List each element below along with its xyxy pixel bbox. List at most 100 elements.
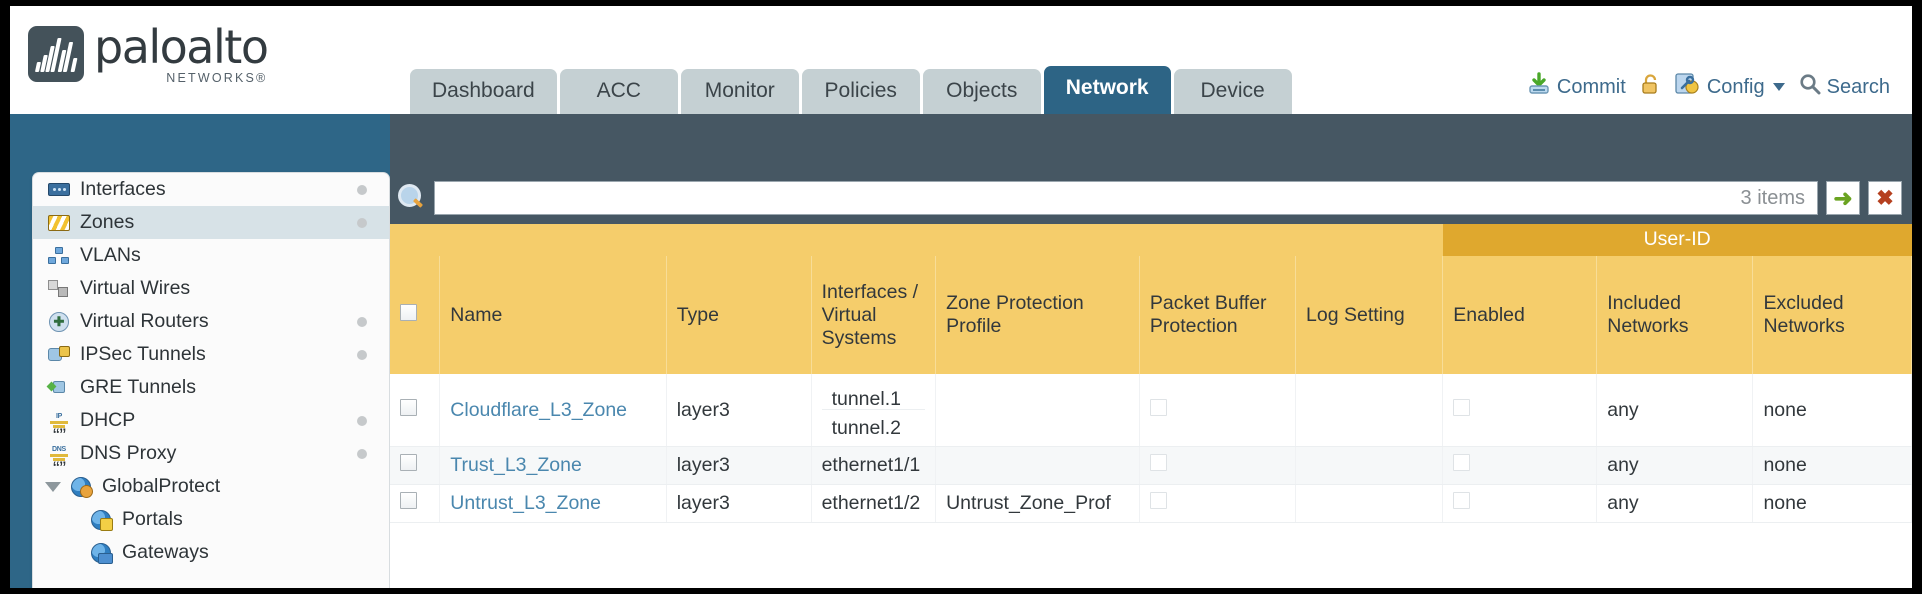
tab-monitor[interactable]: Monitor bbox=[680, 69, 799, 114]
sidebar-item-label: DHCP bbox=[80, 409, 136, 431]
cell-userid-enabled bbox=[1442, 484, 1598, 523]
sidebar-item-label: Gateways bbox=[122, 541, 209, 563]
sidebar-item-virtual-wires[interactable]: Virtual Wires bbox=[33, 272, 389, 305]
top-actions: Commit bbox=[1527, 72, 1890, 102]
virtual-wires-icon bbox=[47, 279, 71, 299]
status-dot bbox=[357, 448, 367, 459]
expander-collapse-icon[interactable] bbox=[45, 481, 61, 492]
status-dot bbox=[357, 349, 367, 360]
tab-network[interactable]: Network bbox=[1043, 66, 1171, 114]
tab-device[interactable]: Device bbox=[1173, 69, 1292, 114]
row-checkbox[interactable] bbox=[400, 454, 417, 471]
status-dot bbox=[357, 217, 367, 228]
padlock-icon bbox=[1640, 73, 1661, 102]
column-header-row: Name Type Interfaces / Virtual Systems Z… bbox=[390, 256, 1912, 374]
userid-enabled-checkbox[interactable] bbox=[1453, 398, 1471, 416]
tab-dashboard[interactable]: Dashboard bbox=[410, 69, 557, 114]
interfaces-icon bbox=[47, 180, 71, 200]
interface-item: tunnel.1 bbox=[821, 381, 926, 410]
sidebar-item-gateways[interactable]: Gateways bbox=[33, 536, 389, 569]
userid-enabled-checkbox[interactable] bbox=[1453, 492, 1471, 509]
cell-interfaces: tunnel.1 tunnel.2 bbox=[811, 374, 937, 447]
cell-zone-protection-profile: Untrust_Zone_Prof bbox=[935, 484, 1140, 523]
column-header-interfaces[interactable]: Interfaces / Virtual Systems bbox=[811, 256, 937, 374]
row-select-cell bbox=[390, 374, 441, 447]
paloalto-logo: paloalto NETWORKS® bbox=[28, 20, 269, 85]
row-checkbox[interactable] bbox=[400, 398, 417, 416]
sidebar-item-virtual-routers[interactable]: ✚ Virtual Routers bbox=[33, 305, 389, 338]
column-header-userid-enabled[interactable]: Enabled bbox=[1442, 256, 1598, 374]
padlock-button[interactable] bbox=[1640, 73, 1661, 102]
zone-name-link[interactable]: Trust_L3_Zone bbox=[450, 454, 582, 476]
cell-log-setting bbox=[1295, 484, 1444, 523]
column-header-type[interactable]: Type bbox=[666, 256, 812, 374]
cell-packet-buffer-protection bbox=[1139, 446, 1297, 485]
sidebar-item-portals[interactable]: Portals bbox=[33, 503, 389, 536]
column-header-packet-buffer-protection[interactable]: Packet Buffer Protection bbox=[1139, 256, 1297, 374]
row-select-cell bbox=[390, 484, 441, 523]
zone-name-link[interactable]: Untrust_L3_Zone bbox=[450, 492, 601, 514]
packet-buffer-protection-checkbox[interactable] bbox=[1149, 454, 1167, 471]
globalprotect-icon bbox=[69, 476, 93, 498]
config-label: Config bbox=[1706, 75, 1765, 98]
sidebar-item-zones[interactable]: Zones bbox=[33, 206, 389, 239]
search-label: Search bbox=[1826, 75, 1890, 98]
sidebar-item-label: Virtual Routers bbox=[80, 310, 209, 332]
clear-filter-button[interactable]: ✖ bbox=[1868, 181, 1902, 215]
sidebar-item-label: Portals bbox=[122, 508, 183, 530]
cell-excluded-networks: none bbox=[1752, 374, 1912, 447]
table-row[interactable]: Cloudflare_L3_Zone layer3 tunnel.1 tunne… bbox=[390, 374, 1912, 447]
tab-policies[interactable]: Policies bbox=[801, 69, 920, 114]
sidebar-item-label: GRE Tunnels bbox=[80, 376, 196, 398]
brand-name: paloalto bbox=[94, 20, 269, 74]
filter-input[interactable]: 3 items bbox=[434, 181, 1818, 215]
tab-objects[interactable]: Objects bbox=[922, 69, 1041, 114]
close-icon: ✖ bbox=[1876, 186, 1894, 210]
cell-type: layer3 bbox=[666, 446, 812, 485]
sidebar-item-dns-proxy[interactable]: DNS DNS Proxy bbox=[33, 437, 389, 470]
table-row[interactable]: Untrust_L3_Zone layer3 ethernet1/2 Untru… bbox=[390, 484, 1912, 523]
zones-table: User-ID Name Type Interfaces / Virtual S… bbox=[390, 224, 1912, 523]
sidebar-item-interfaces[interactable]: Interfaces bbox=[33, 173, 389, 206]
column-header-included-networks[interactable]: Included Networks bbox=[1596, 256, 1754, 374]
column-header-log-setting[interactable]: Log Setting bbox=[1295, 256, 1444, 374]
search-button[interactable]: Search bbox=[1799, 73, 1890, 101]
config-menu[interactable]: Config bbox=[1675, 72, 1785, 102]
zones-content-panel: 3 items ➜ ✖ bbox=[390, 114, 1912, 588]
select-all-checkbox[interactable] bbox=[400, 303, 417, 321]
cell-type: layer3 bbox=[666, 484, 812, 523]
zone-name-link[interactable]: Cloudflare_L3_Zone bbox=[450, 398, 628, 421]
sidebar-item-dhcp[interactable]: IP DHCP bbox=[33, 404, 389, 437]
packet-buffer-protection-checkbox[interactable] bbox=[1149, 398, 1167, 416]
workspace: ? Help Interfaces Zones bbox=[10, 114, 1912, 588]
sidebar-item-vlans[interactable]: VLANs bbox=[33, 239, 389, 272]
column-header-excluded-networks[interactable]: Excluded Networks bbox=[1752, 256, 1912, 374]
select-all-header bbox=[390, 256, 441, 374]
ipsec-tunnels-icon bbox=[47, 345, 71, 365]
commit-icon bbox=[1527, 72, 1551, 102]
column-header-name[interactable]: Name bbox=[439, 256, 667, 374]
vlans-icon bbox=[47, 246, 71, 266]
userid-enabled-checkbox[interactable] bbox=[1453, 454, 1471, 471]
table-row[interactable]: Trust_L3_Zone layer3 ethernet1/1 bbox=[390, 446, 1912, 485]
packet-buffer-protection-checkbox[interactable] bbox=[1149, 492, 1167, 509]
search-filter-icon[interactable] bbox=[396, 183, 426, 213]
column-header-zone-protection-profile[interactable]: Zone Protection Profile bbox=[935, 256, 1140, 374]
zones-icon bbox=[47, 213, 71, 233]
tab-acc[interactable]: ACC bbox=[559, 69, 678, 114]
apply-filter-button[interactable]: ➜ bbox=[1826, 181, 1860, 215]
network-sidebar: Interfaces Zones VLANs Virtual Wires bbox=[32, 172, 390, 588]
cell-log-setting bbox=[1295, 446, 1444, 485]
row-checkbox[interactable] bbox=[400, 492, 417, 509]
sidebar-item-gre-tunnels[interactable]: GRE Tunnels bbox=[33, 371, 389, 404]
commit-button[interactable]: Commit bbox=[1527, 72, 1626, 102]
arrow-right-icon: ➜ bbox=[1833, 184, 1853, 211]
interface-item: tunnel.2 bbox=[831, 417, 901, 439]
brand-tagline: NETWORKS® bbox=[166, 71, 268, 85]
portals-icon bbox=[89, 509, 113, 531]
sidebar-item-label: Interfaces bbox=[80, 178, 166, 200]
sidebar-item-ipsec-tunnels[interactable]: IPSec Tunnels bbox=[33, 338, 389, 371]
search-icon bbox=[1799, 73, 1821, 101]
sidebar-item-label: Virtual Wires bbox=[80, 277, 191, 299]
sidebar-item-globalprotect[interactable]: GlobalProtect bbox=[33, 470, 389, 503]
